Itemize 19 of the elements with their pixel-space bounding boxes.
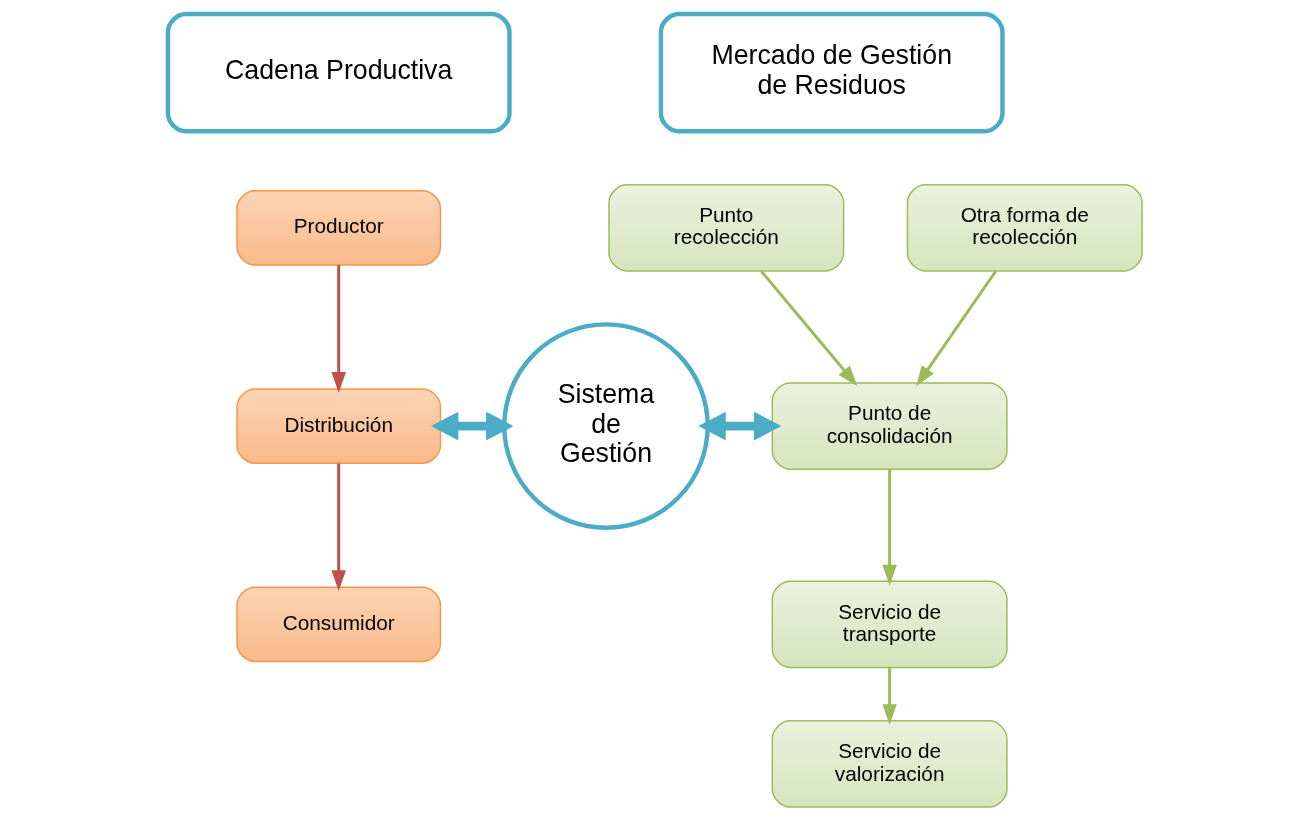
node-box: Cadena Productiva <box>165 11 512 134</box>
arrow <box>881 667 897 725</box>
node-box: Servicio de valorización <box>771 720 1008 808</box>
arrow <box>330 463 346 592</box>
arrow <box>915 270 997 387</box>
node-box: Mercado de Gestión de Residuos <box>658 11 1005 134</box>
node-box: Otra forma de recolección <box>906 184 1143 272</box>
arrow <box>881 469 897 586</box>
node-box: Servicio de transporte <box>771 580 1008 669</box>
arrow <box>430 411 513 441</box>
arrow <box>759 270 858 387</box>
node-box: Distribución <box>235 388 441 464</box>
arrow <box>330 265 346 393</box>
node-box: Punto recolección <box>607 184 844 272</box>
node-box: Consumidor <box>235 586 441 663</box>
node-circle: Sistema de Gestión <box>501 322 710 531</box>
arrow <box>697 411 781 441</box>
node-box: Punto de consolidación <box>771 382 1008 470</box>
node-box: Productor <box>235 190 441 266</box>
